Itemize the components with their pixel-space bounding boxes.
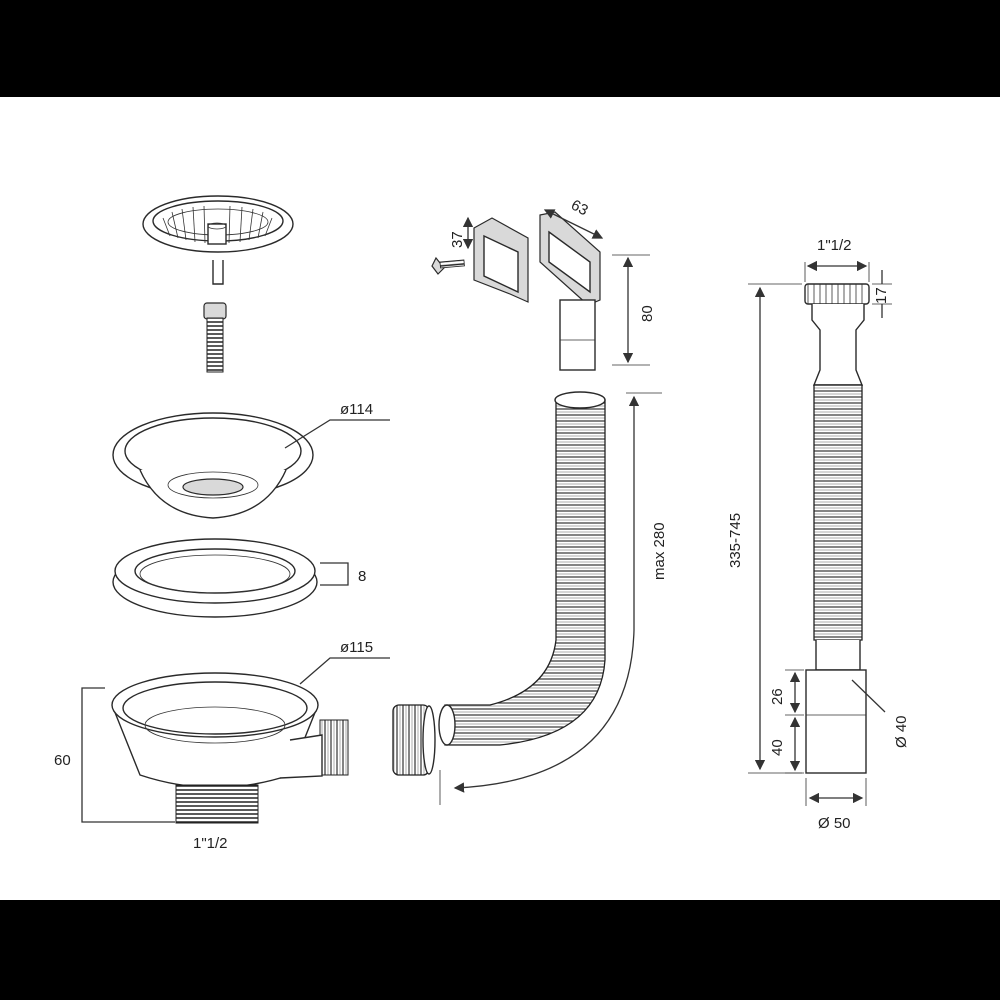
dimension-pipe-nut: 17 [872, 270, 892, 318]
overflow-width-label: 63 [568, 197, 591, 220]
dimension-basket-height: 60 [54, 687, 175, 823]
strainer-ring [112, 412, 314, 519]
overflow-body [539, 211, 601, 371]
dimension-pipe-outer-diameter: Ø 50 [805, 778, 867, 832]
dimension-pipe-inner-diameter: Ø 40 [851, 679, 910, 748]
overflow-depth-label: 80 [639, 305, 656, 322]
dimension-overflow-height: 37 [449, 216, 474, 250]
dimension-gasket-height: 8 [320, 562, 366, 586]
overflow-height-label: 37 [449, 231, 466, 248]
basket-height-label: 60 [54, 752, 71, 769]
dimension-pipe-segments: 26 40 [769, 669, 804, 774]
overflow-screw [431, 256, 465, 275]
strainer-basket [142, 195, 294, 285]
dimension-basket-diameter: ø115 [299, 639, 390, 685]
overflow-cover [473, 217, 529, 303]
ring-diameter-label: ø114 [340, 401, 373, 418]
pipe-nut-label: 17 [873, 287, 890, 304]
pipe-segment-upper-label: 26 [769, 688, 786, 705]
basket-thread-label: 1"1/2 [193, 835, 228, 852]
pipe-thread-label: 1"1/2 [817, 237, 852, 254]
dimension-pipe-length: 335-745 [727, 283, 802, 774]
pipe-segment-lower-label: 40 [769, 739, 786, 756]
dimension-hose-length: max 280 [439, 392, 668, 805]
dimension-overflow-depth: 80 [612, 254, 656, 366]
hose-length-label: max 280 [651, 522, 668, 580]
basket-body [111, 672, 349, 824]
top-black-band [0, 0, 1000, 97]
dimension-overflow-width: 63 [543, 197, 604, 239]
gasket-height-label: 8 [358, 568, 366, 585]
bottom-black-band [0, 900, 1000, 1000]
basket-diameter-label: ø115 [340, 639, 373, 656]
pipe-outer-diameter-label: Ø 50 [818, 815, 851, 832]
gasket [112, 538, 318, 618]
extendable-pipe [804, 283, 870, 774]
overflow-hose [438, 391, 606, 746]
hose-nut [392, 704, 436, 776]
pipe-length-label: 335-745 [727, 513, 744, 568]
pipe-inner-diameter-label: Ø 40 [893, 715, 910, 748]
dimension-ring-diameter: ø114 [284, 401, 390, 449]
screw [203, 302, 227, 373]
dimension-pipe-thread: 1"1/2 [804, 237, 870, 282]
